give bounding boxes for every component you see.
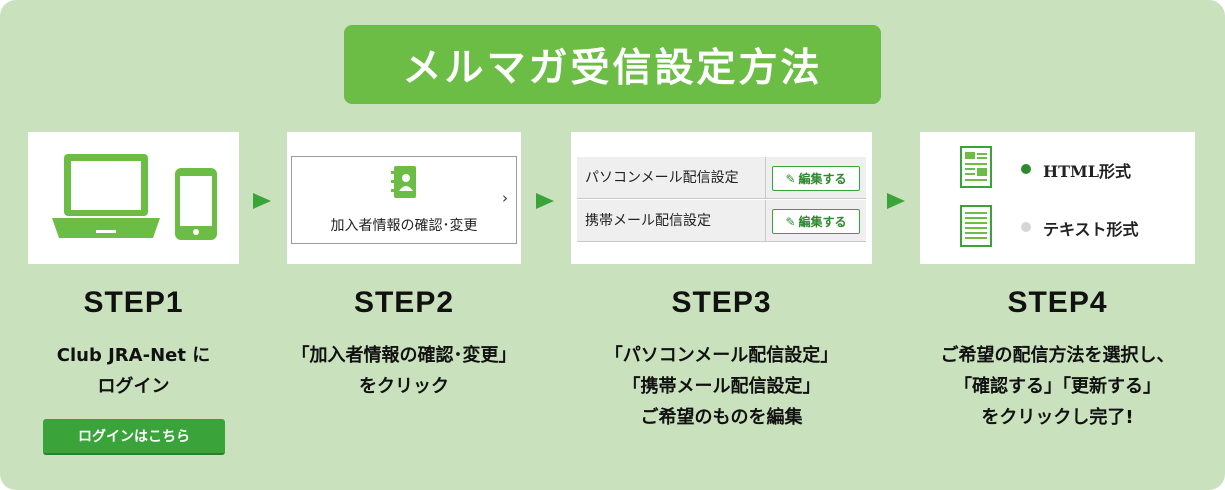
pc-mail-setting-row: パソコンメール配信設定 ✎ 編集する	[577, 157, 866, 199]
divider	[765, 200, 766, 242]
desc-line: ご希望のものを編集	[640, 407, 803, 428]
arrow-right-icon	[887, 193, 905, 209]
html-document-icon	[960, 146, 992, 188]
desc-line: Club JRA-Net に	[56, 345, 211, 366]
step1-title: STEP1	[83, 286, 184, 319]
desc-line: ログイン	[97, 376, 170, 397]
step4-description: ご希望の配信方法を選択し、 「確認する」「更新する」 をクリックし完了!	[910, 340, 1205, 433]
divider	[765, 157, 766, 199]
address-book-icon	[391, 166, 416, 198]
desc-line: をクリック	[359, 376, 449, 397]
step2-description: 「加入者情報の確認･変更」 をクリック	[267, 340, 541, 402]
step1-card	[28, 132, 239, 264]
step1-description: Club JRA-Net に ログイン	[18, 340, 249, 402]
desc-line: 「パソコンメール配信設定」	[604, 345, 839, 366]
chevron-right-icon: ›	[502, 189, 508, 207]
login-button[interactable]: ログインはこちら	[43, 419, 225, 455]
laptop-icon	[52, 154, 217, 240]
text-format-option[interactable]: テキスト形式	[1043, 220, 1139, 239]
arrow-right-icon	[253, 193, 271, 209]
html-format-option[interactable]: HTML形式	[1043, 162, 1131, 181]
step4-title: STEP4	[1007, 286, 1108, 319]
pencil-icon: ✎	[785, 171, 796, 186]
pc-mail-edit-button[interactable]: ✎ 編集する	[772, 166, 860, 191]
pc-mail-setting-label: パソコンメール配信設定	[585, 170, 739, 186]
pencil-icon: ✎	[785, 214, 796, 229]
member-info-link[interactable]: 加入者情報の確認･変更 ›	[291, 156, 517, 244]
desc-line: をクリックし完了!	[981, 407, 1134, 428]
member-info-label: 加入者情報の確認･変更	[330, 218, 478, 234]
mobile-mail-edit-button[interactable]: ✎ 編集する	[772, 209, 860, 234]
step3-title: STEP3	[671, 286, 772, 319]
desc-line: ご希望の配信方法を選択し、	[940, 345, 1175, 366]
radio-html-selected[interactable]	[1021, 164, 1031, 174]
step2-title: STEP2	[353, 286, 455, 319]
desc-line: 「確認する」「更新する」	[954, 376, 1161, 397]
mobile-mail-setting-label: 携帯メール配信設定	[585, 213, 711, 229]
step3-description: 「パソコンメール配信設定」 「携帯メール配信設定」 ご希望のものを編集	[571, 340, 872, 433]
smartphone-icon	[175, 168, 217, 240]
edit-label: 編集する	[798, 215, 847, 229]
radio-text-unselected[interactable]	[1021, 222, 1031, 232]
text-document-icon	[960, 205, 992, 247]
page-title: メルマガ受信設定方法	[344, 25, 881, 104]
desc-line: 「加入者情報の確認･変更」	[291, 345, 517, 366]
arrow-right-icon	[536, 193, 554, 209]
edit-label: 編集する	[798, 172, 847, 186]
desc-line: 「携帯メール配信設定」	[622, 376, 821, 397]
mobile-mail-setting-row: 携帯メール配信設定 ✎ 編集する	[577, 200, 866, 242]
